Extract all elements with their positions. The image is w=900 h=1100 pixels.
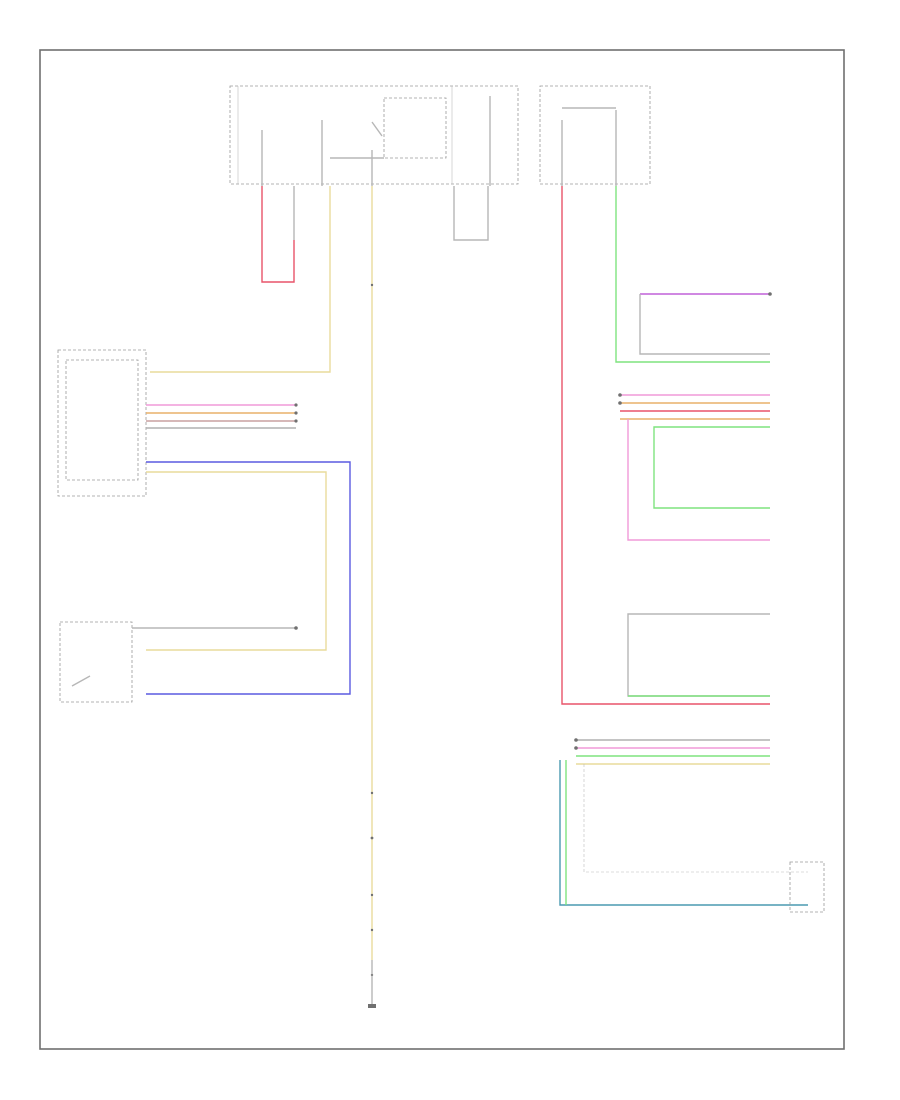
bottom-right-component <box>789 861 825 913</box>
right-lower-connector <box>627 613 770 697</box>
right-middle-connector <box>618 393 770 541</box>
fuse-box-left <box>229 85 519 186</box>
wire-green-right <box>615 186 770 363</box>
right-upper-connector <box>639 292 772 355</box>
wire-yellow-a <box>150 186 331 373</box>
left-module <box>57 349 147 497</box>
lower-left-switch <box>59 621 298 703</box>
wire-gray-loop <box>453 186 489 241</box>
right-bottom-connector <box>559 738 808 906</box>
left-module-wires <box>146 403 351 695</box>
ground-chain <box>368 283 376 1008</box>
wire-red-right <box>561 186 770 705</box>
fuse-box-right <box>539 85 651 186</box>
ground-icon <box>368 1004 376 1008</box>
diagram-frame <box>39 49 845 1050</box>
wire-red-left <box>261 186 295 283</box>
